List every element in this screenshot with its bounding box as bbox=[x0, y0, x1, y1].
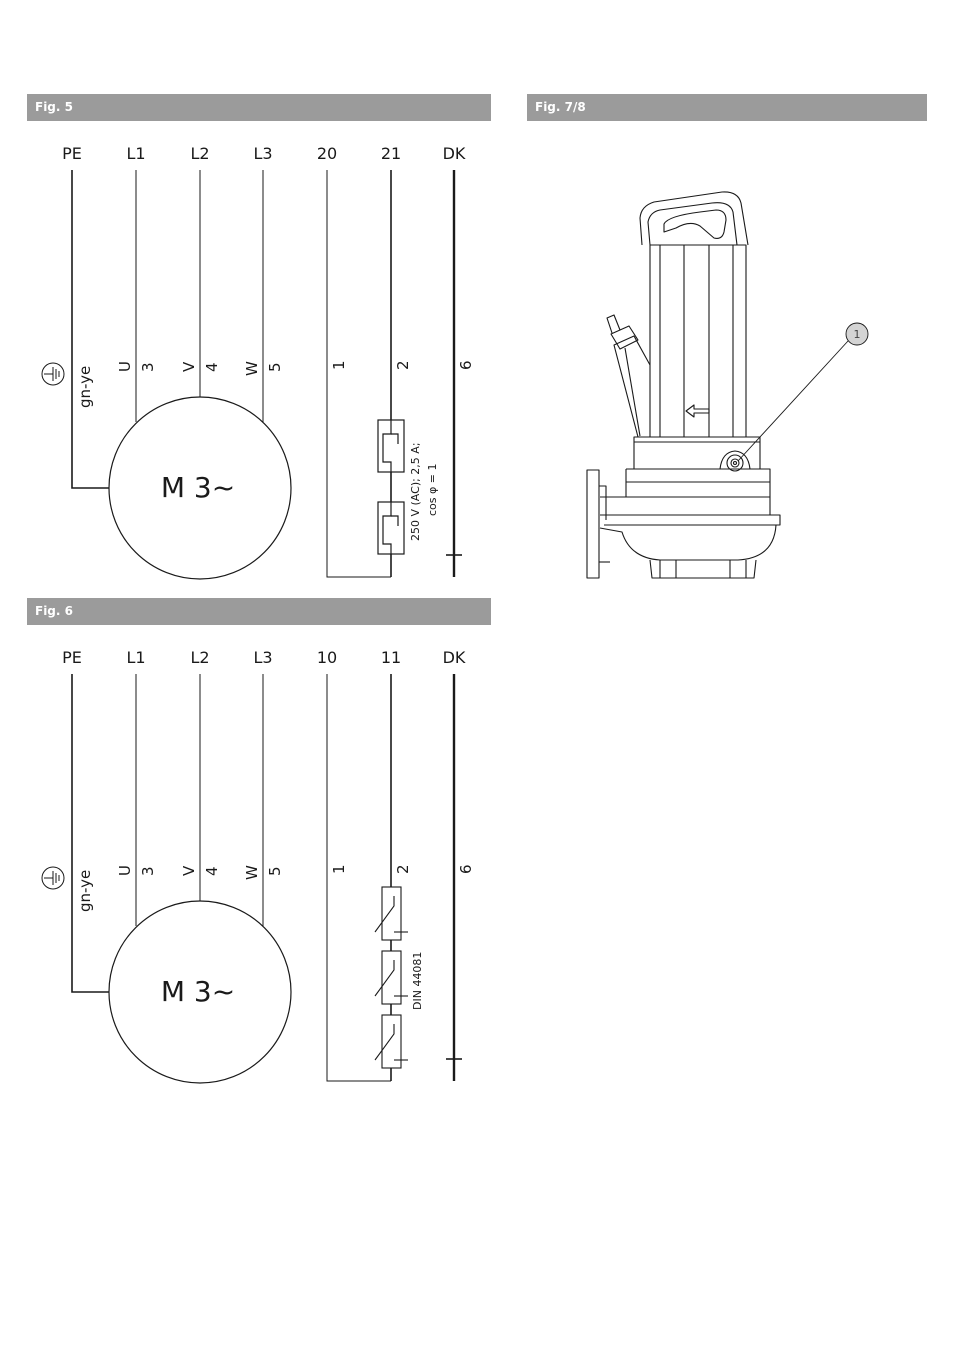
pump-handle bbox=[639, 191, 749, 246]
fig78-pump-drawing bbox=[586, 191, 869, 579]
fig6-terminal-l1: L1 bbox=[126, 648, 145, 667]
fig5-terminal-pe: PE bbox=[62, 144, 82, 163]
fig78-callout-leader bbox=[737, 340, 849, 462]
fig6-earth-icon bbox=[41, 866, 65, 890]
fig78-callout-circle bbox=[845, 322, 869, 346]
fig6-earth-label: gn-ye bbox=[76, 870, 94, 912]
fig5-phase-w: W bbox=[243, 361, 261, 376]
fig5-pe-wire bbox=[71, 170, 110, 489]
pump-motor-housing bbox=[649, 244, 747, 438]
fig5-motor-circle bbox=[108, 396, 292, 580]
fig5-motor-label: M 3~ bbox=[161, 471, 235, 504]
fig6-wire-number-3: 3 bbox=[139, 866, 157, 876]
fig6-title: Fig. 6 bbox=[35, 604, 73, 618]
fig5-wire-number-6: 6 bbox=[457, 360, 475, 370]
fig6-thermistor-1 bbox=[374, 886, 408, 941]
fig6-pe-wire bbox=[71, 674, 110, 993]
fig5-wire-number-2: 2 bbox=[394, 360, 412, 370]
fig78-callout-number: 1 bbox=[854, 328, 861, 341]
fig5-phase-u: U bbox=[116, 361, 134, 372]
fig6-header: Fig. 6 bbox=[27, 598, 491, 625]
fig78-header: Fig. 7/8 bbox=[527, 94, 927, 121]
fig6-terminal-10: 10 bbox=[317, 648, 337, 667]
fig6-thermistor-2 bbox=[374, 950, 408, 1005]
fig5-switch-rating-line1: 250 V (AC); 2,5 A; bbox=[409, 442, 422, 541]
pump-cable-entry bbox=[606, 314, 651, 438]
fig5-earth-icon bbox=[41, 362, 65, 386]
fig6-wire-number-4: 4 bbox=[203, 866, 221, 876]
fig6-wire-number-5: 5 bbox=[266, 866, 284, 876]
fig5-thermal-switch-lower bbox=[377, 501, 405, 555]
fig5-title: Fig. 5 bbox=[35, 100, 73, 114]
pump-hydraulic-housing bbox=[586, 468, 781, 579]
fig5-terminal-l1: L1 bbox=[126, 144, 145, 163]
fig6-terminal-dk: DK bbox=[443, 648, 466, 667]
fig6-wiring-diagram: PE L1 L2 L3 10 11 DK DIN 44081 bbox=[41, 648, 475, 1084]
fig6-thermistor-3 bbox=[374, 1014, 408, 1069]
fig6-wire-number-1: 1 bbox=[330, 864, 348, 874]
fig5-wire-number-3: 3 bbox=[139, 362, 157, 372]
fig5-terminal-20: 20 bbox=[317, 144, 337, 163]
pump-motor-base bbox=[633, 436, 761, 472]
fig6-thermistor-label: DIN 44081 bbox=[411, 952, 424, 1010]
fig5-thermal-switch-upper bbox=[377, 419, 405, 473]
fig6-wire-10 bbox=[326, 674, 391, 1082]
fig5-wire-20 bbox=[326, 170, 391, 578]
rotation-arrow-icon bbox=[685, 404, 710, 418]
fig6-terminal-pe: PE bbox=[62, 648, 82, 667]
fig6-wire-number-2: 2 bbox=[394, 864, 412, 874]
fig6-phase-v: V bbox=[180, 865, 198, 876]
fig78-title: Fig. 7/8 bbox=[535, 100, 586, 114]
fig5-terminal-l2: L2 bbox=[190, 144, 209, 163]
fig5-earth-label: gn-ye bbox=[76, 366, 94, 408]
fig5-wire-number-5: 5 bbox=[266, 362, 284, 372]
fig6-terminal-l2: L2 bbox=[190, 648, 209, 667]
fig5-wire-number-1: 1 bbox=[330, 360, 348, 370]
fig6-motor-circle bbox=[108, 900, 292, 1084]
fig5-terminal-dk: DK bbox=[443, 144, 466, 163]
fig6-wire-number-6: 6 bbox=[457, 864, 475, 874]
fig5-terminal-21: 21 bbox=[381, 144, 401, 163]
fig6-terminal-11: 11 bbox=[381, 648, 401, 667]
fig6-phase-w: W bbox=[243, 865, 261, 880]
fig6-motor-label: M 3~ bbox=[161, 975, 235, 1008]
fig5-switch-rating-line2: cos φ = 1 bbox=[426, 464, 439, 516]
fig6-terminal-l3: L3 bbox=[253, 648, 272, 667]
fig5-phase-v: V bbox=[180, 361, 198, 372]
fig6-phase-u: U bbox=[116, 865, 134, 876]
fig5-terminal-l3: L3 bbox=[253, 144, 272, 163]
fig5-wiring-diagram: PE L1 L2 L3 20 21 DK 250 V (AC); 2,5 A; … bbox=[41, 144, 475, 580]
fig5-wire-number-4: 4 bbox=[203, 362, 221, 372]
fig5-header: Fig. 5 bbox=[27, 94, 491, 121]
